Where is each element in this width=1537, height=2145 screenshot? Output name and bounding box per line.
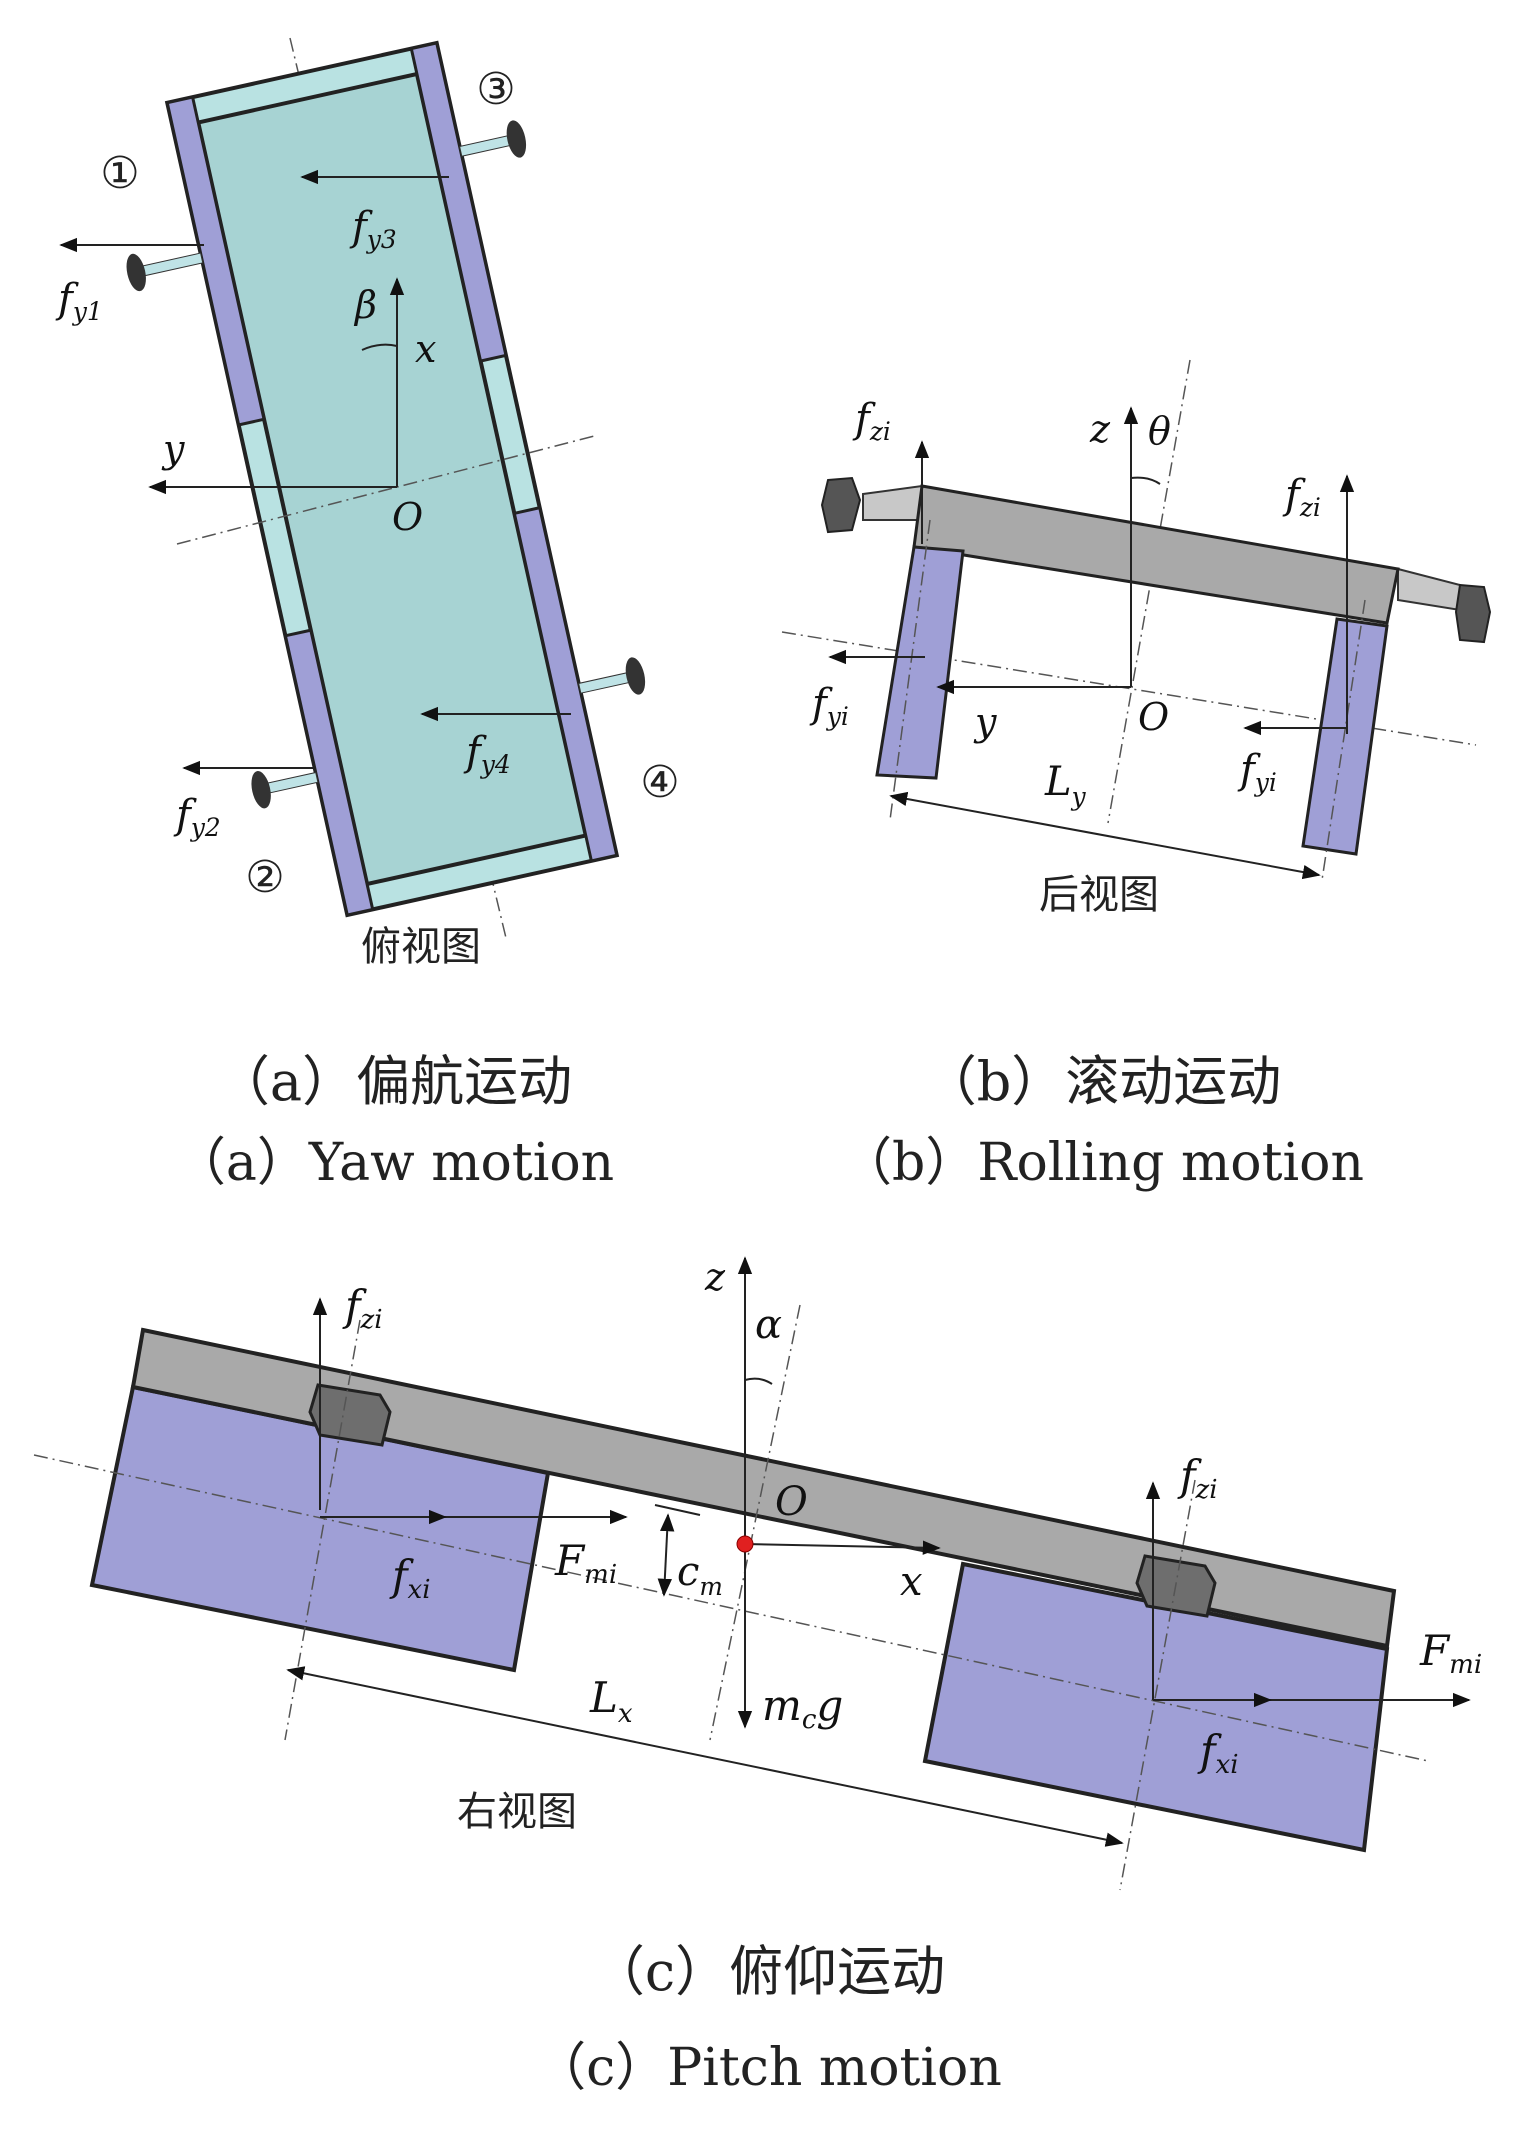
- theta-label: θ: [1148, 409, 1171, 453]
- origin-label-b: O: [1138, 695, 1169, 739]
- caption-b-en: （b）Rolling motion: [840, 1133, 1364, 1193]
- origin-label: O: [392, 495, 423, 539]
- leg-right: [1301, 617, 1389, 856]
- force-label-fy4: fy4: [463, 729, 511, 779]
- force-label-fz-right: fzi: [1282, 472, 1321, 522]
- centerline-right-c: [1119, 1479, 1196, 1891]
- caption-a-cn: （a）偏航运动: [216, 1050, 572, 1113]
- force-label-fz-right-c: fzi: [1177, 1451, 1218, 1505]
- view-label-rear: 后视图: [1039, 872, 1159, 918]
- wheel-marker-2: ②: [245, 852, 284, 903]
- x-axis-label: x: [415, 327, 436, 371]
- z-axis-label-c: z: [704, 1255, 726, 1299]
- wheel-2: [251, 771, 319, 809]
- dimension-lx-label: Lx: [589, 1673, 633, 1729]
- dimension-lx: [286, 1666, 1124, 1847]
- z-axis-label-b: z: [1089, 407, 1111, 451]
- track-4: [512, 505, 619, 863]
- panel-yaw: x y O β fy1 fy2 fy3 fy4 ① ② ③ ④ 俯视图 （a）偏…: [55, 37, 680, 1193]
- alpha-arc: [744, 1377, 773, 1385]
- view-label-right: 右视图: [457, 1789, 577, 1835]
- force-label-fm-right: Fmi: [1419, 1626, 1482, 1680]
- track-1: [165, 95, 266, 427]
- beam-side-view: [130, 1327, 1397, 1649]
- y-axis-label: y: [161, 427, 185, 471]
- bolt-left: [820, 476, 923, 534]
- wheel-marker-4: ④: [640, 757, 679, 808]
- dimension-cm: [657, 1513, 675, 1597]
- dimension-ly: [889, 791, 1321, 880]
- leg-right-centerline: [1321, 599, 1366, 881]
- track-3: [409, 41, 508, 363]
- hex-left: [308, 1383, 392, 1447]
- x-axis-arrow-c: [744, 1540, 941, 1555]
- view-label-top: 俯视图: [361, 924, 481, 970]
- leg-left: [875, 545, 965, 780]
- force-label-fz-left-c: fzi: [342, 1281, 383, 1335]
- centerline-long-c: [33, 1454, 1429, 1762]
- frame-inner: [195, 71, 589, 887]
- force-label-fy2: fy2: [173, 792, 221, 842]
- wheel-3: [459, 120, 527, 158]
- beta-label: β: [353, 283, 377, 327]
- center-of-mass-dot: [736, 1535, 754, 1553]
- wheel-1: [126, 252, 204, 292]
- alpha-label: α: [755, 1302, 782, 1348]
- origin-label-c: O: [775, 1479, 808, 1525]
- cm-ref-line: [654, 1504, 701, 1516]
- panel-pitch: z α O x mcg cm fzi fxi Fmi fzi fxi Fmi L…: [33, 1255, 1482, 2098]
- centerline-cross: [176, 434, 599, 545]
- force-label-fz-left: fzi: [852, 396, 891, 446]
- dimension-ly-label: Ly: [1044, 759, 1087, 811]
- panel-rolling: z θ y O fzi fzi fyi fyi Ly 后视图 （b）滚动运动 （…: [781, 359, 1492, 1193]
- gravity-label: mcg: [762, 1681, 843, 1735]
- caption-c-cn: （c）俯仰运动: [591, 1940, 945, 2003]
- vehicle-top-view: [126, 40, 646, 918]
- force-label-fy1: fy1: [55, 276, 103, 326]
- force-label-fm-left: Fmi: [554, 1536, 617, 1590]
- force-label-fx-left: fxi: [389, 1551, 431, 1605]
- beam-rear-view: [912, 484, 1400, 625]
- dimension-cm-label: cm: [677, 1549, 723, 1601]
- x-axis-label-c: x: [900, 1559, 923, 1605]
- wheel-4: [578, 657, 646, 695]
- wheel-marker-3: ③: [476, 64, 515, 115]
- beta-arc: [361, 343, 398, 351]
- force-label-fy-right: fyi: [1237, 747, 1277, 797]
- caption-b-cn: （b）滚动运动: [923, 1050, 1282, 1113]
- centerline-vertical: [1107, 359, 1191, 824]
- centerline-left-c: [284, 1319, 361, 1741]
- force-label-fy-left: fyi: [809, 681, 849, 731]
- bolt-right: [1397, 567, 1492, 644]
- theta-arc: [1130, 476, 1161, 485]
- caption-a-en: （a）Yaw motion: [174, 1133, 614, 1193]
- caption-c-en: （c）Pitch motion: [534, 2038, 1002, 2098]
- wheel-marker-1: ①: [100, 148, 139, 199]
- y-axis-label-b: y: [973, 700, 997, 744]
